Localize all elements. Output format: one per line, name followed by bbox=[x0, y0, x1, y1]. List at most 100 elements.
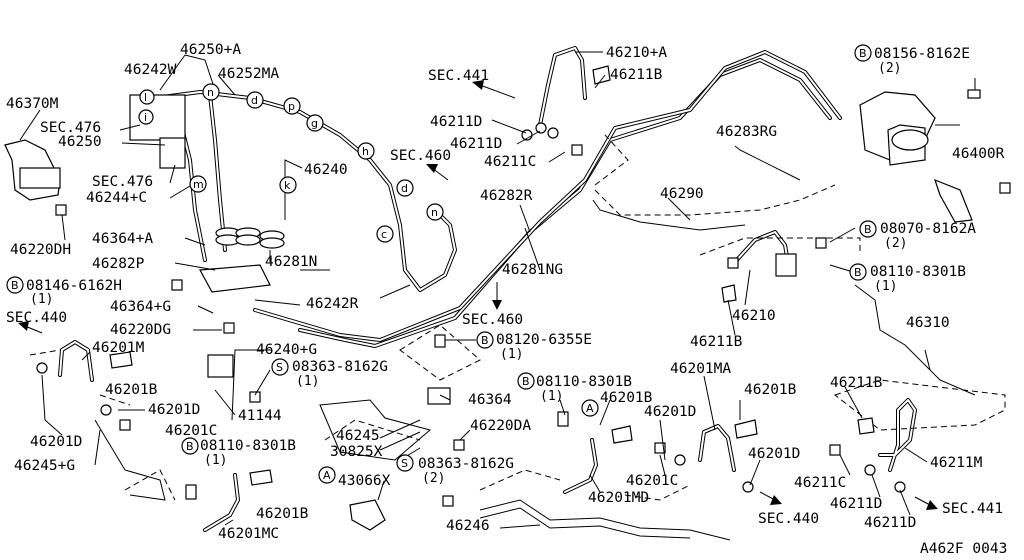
label-08363-8162G-a: 08363-8162G bbox=[292, 359, 388, 375]
part-labels: 46250+A 46242W 46252MA 46370M SEC.476 46… bbox=[6, 42, 1007, 557]
label-46201MD: 46201MD bbox=[588, 490, 649, 506]
clip-letter: i bbox=[144, 111, 147, 124]
diagram-code: A462F 0043 bbox=[920, 541, 1007, 557]
label-sec441-b: SEC.441 bbox=[942, 501, 1003, 517]
leader-lines bbox=[19, 51, 976, 529]
label-sec476-a: SEC.476 bbox=[40, 120, 101, 136]
qty-08110-a: (1) bbox=[204, 453, 227, 468]
label-46245G: 46245+G bbox=[14, 458, 75, 474]
label-08120-6355E: 08120-6355E bbox=[496, 332, 592, 348]
label-46211M: 46211M bbox=[930, 455, 983, 471]
label-46310: 46310 bbox=[906, 315, 950, 331]
label-46201C-a: 46201C bbox=[165, 423, 217, 439]
ref-marker: A bbox=[323, 469, 331, 482]
label-46211D-d: 46211D bbox=[864, 515, 916, 531]
label-sec440-b: SEC.440 bbox=[758, 511, 819, 527]
qty-08363-a: (1) bbox=[296, 374, 319, 389]
label-sec440-a: SEC.440 bbox=[6, 310, 67, 326]
label-sec460-a: SEC.460 bbox=[390, 148, 451, 164]
label-sec476-b: SEC.476 bbox=[92, 174, 153, 190]
bolts bbox=[55, 89, 1011, 507]
label-08110-8301B-b: 08110-8301B bbox=[536, 374, 632, 390]
clip-markers: n d p g h d n c k m l i bbox=[138, 83, 444, 243]
clip-46211B-a bbox=[592, 65, 611, 85]
clip-letter: c bbox=[381, 228, 387, 241]
valve-block bbox=[129, 94, 186, 141]
label-46281N: 46281N bbox=[265, 254, 317, 270]
junction-46210 bbox=[775, 253, 797, 277]
label-46364G: 46364+G bbox=[110, 299, 171, 315]
clip-letter: g bbox=[311, 117, 318, 130]
label-46282R: 46282R bbox=[480, 188, 533, 204]
label-46242R: 46242R bbox=[306, 296, 359, 312]
clip-letter: k bbox=[284, 179, 291, 192]
label-41144: 41144 bbox=[238, 408, 282, 424]
clip-letter: l bbox=[144, 91, 147, 104]
qty-08110-c: (1) bbox=[874, 279, 897, 294]
label-46201MA: 46201MA bbox=[670, 361, 731, 377]
bolt-marker: B bbox=[186, 440, 194, 453]
label-46201D-c: 46201D bbox=[644, 404, 696, 420]
label-46370M: 46370M bbox=[6, 96, 59, 112]
springs-46281N bbox=[215, 227, 285, 249]
label-46240G: 46240+G bbox=[256, 342, 317, 358]
label-08110-8301B-c: 08110-8301B bbox=[870, 264, 966, 280]
label-46364: 46364 bbox=[468, 392, 512, 408]
clip-46364G bbox=[207, 354, 234, 378]
label-08110-8301B-a: 08110-8301B bbox=[200, 438, 296, 454]
label-46201B-c: 46201B bbox=[600, 390, 653, 406]
label-43066X: 43066X bbox=[338, 473, 391, 489]
clip-46201B-a bbox=[109, 351, 133, 369]
label-46211B-c: 46211B bbox=[830, 375, 883, 391]
label-46211D-c: 46211D bbox=[830, 496, 882, 512]
label-46400R: 46400R bbox=[952, 146, 1005, 162]
label-46211D-b: 46211D bbox=[450, 136, 502, 152]
label-46220DG: 46220DG bbox=[110, 322, 171, 338]
bracket-43066X bbox=[349, 499, 386, 531]
label-46211B-a: 46211B bbox=[610, 67, 663, 83]
qty-08070: (2) bbox=[884, 236, 907, 251]
label-46246: 46246 bbox=[446, 518, 490, 534]
label-46211D-a: 46211D bbox=[430, 114, 482, 130]
label-46211C-a: 46211C bbox=[484, 154, 536, 170]
label-46210: 46210 bbox=[732, 308, 776, 324]
label-46245: 46245 bbox=[336, 428, 380, 444]
label-46211B-b: 46211B bbox=[690, 334, 743, 350]
label-46201B-d: 46201B bbox=[744, 382, 797, 398]
label-46211C-b: 46211C bbox=[794, 475, 846, 491]
label-08363-8162G-b: 08363-8162G bbox=[418, 456, 514, 472]
clip-letter: m bbox=[193, 178, 204, 191]
label-46201B-a: 46201B bbox=[105, 382, 158, 398]
label-46244C: 46244+C bbox=[86, 190, 147, 206]
clip-46201B-b bbox=[249, 469, 273, 486]
label-46201M: 46201M bbox=[92, 340, 145, 356]
clip-46201B-d bbox=[734, 419, 758, 439]
label-46220DH: 46220DH bbox=[10, 242, 71, 258]
ref-marker: A bbox=[586, 402, 594, 415]
label-46364A: 46364+A bbox=[92, 231, 153, 247]
screw-marker: S bbox=[276, 361, 283, 374]
label-46201MC: 46201MC bbox=[218, 526, 279, 542]
label-46201D-d: 46201D bbox=[748, 446, 800, 462]
label-sec460-b: SEC.460 bbox=[462, 312, 523, 328]
label-46201D-b: 46201D bbox=[30, 434, 82, 450]
label-46210A: 46210+A bbox=[606, 45, 667, 61]
label-sec441-a: SEC.441 bbox=[428, 68, 489, 84]
label-46201D-a: 46201D bbox=[148, 402, 200, 418]
label-46283RG: 46283RG bbox=[716, 124, 777, 140]
label-46240: 46240 bbox=[304, 162, 348, 178]
direction-arrows bbox=[18, 80, 938, 510]
bolt-marker: B bbox=[854, 266, 862, 279]
bolt-marker: B bbox=[11, 279, 19, 292]
clip-letter: d bbox=[401, 182, 408, 195]
bolt-marker: B bbox=[864, 223, 872, 236]
qty-08110-b: (1) bbox=[540, 389, 563, 404]
connector-block-46282P bbox=[199, 264, 271, 293]
label-46250A: 46250+A bbox=[180, 42, 241, 58]
qty-08156: (2) bbox=[878, 61, 901, 76]
components bbox=[4, 65, 1011, 531]
label-08156-8162E: 08156-8162E bbox=[874, 46, 970, 62]
bolt-marker: B bbox=[522, 375, 530, 388]
